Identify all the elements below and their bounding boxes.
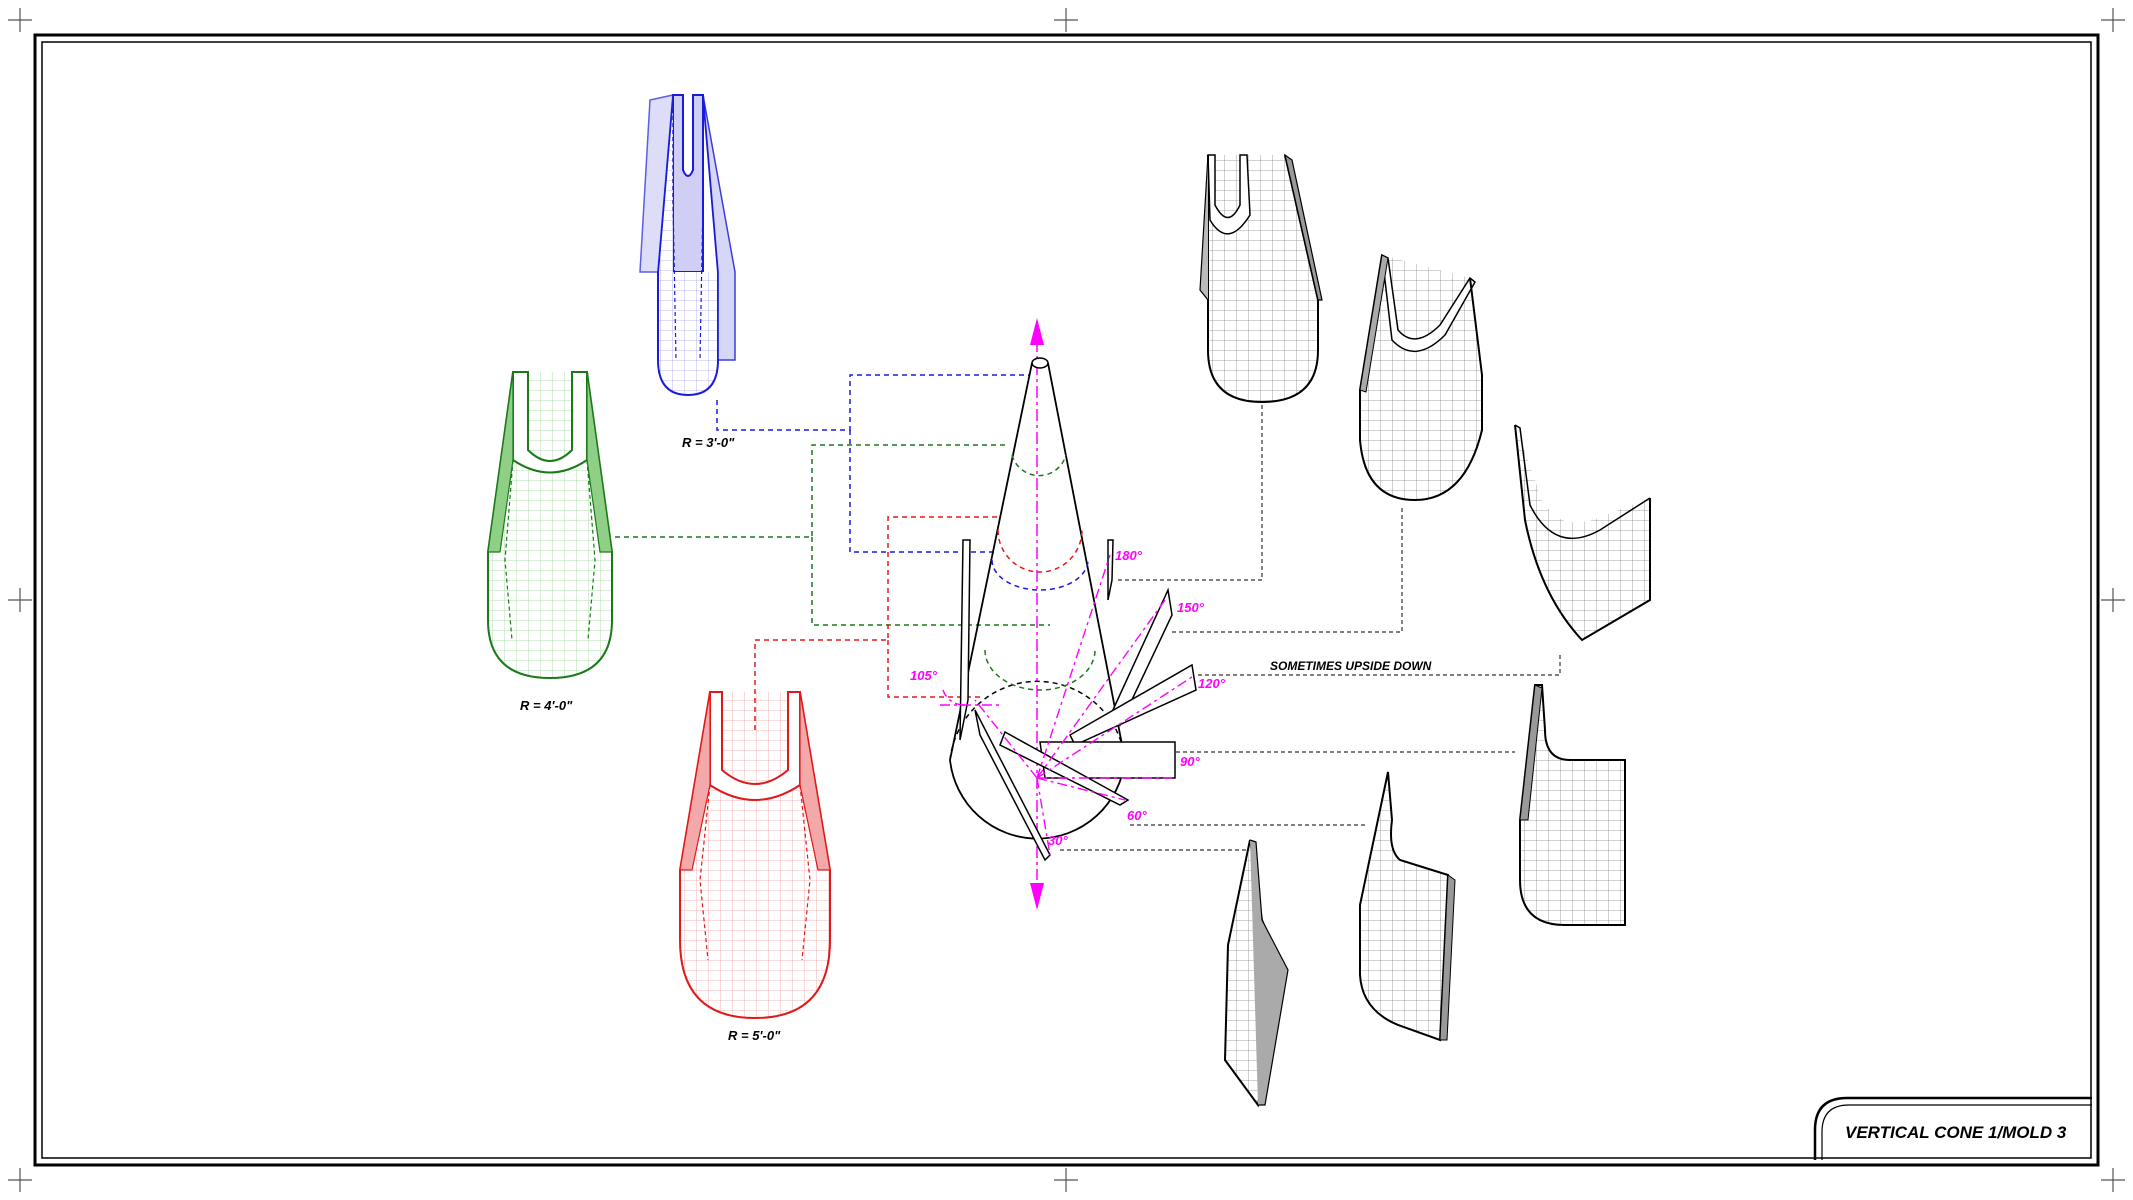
leader-lines-colored [615, 374, 1050, 730]
angle-120-label: 120° [1198, 676, 1226, 691]
angle-90-label: 90° [1180, 754, 1200, 769]
upside-down-note: SOMETIMES UPSIDE DOWN [1270, 659, 1432, 673]
angle-60-label: 60° [1127, 808, 1147, 823]
gray-mold-150 [1359, 253, 1483, 502]
mold-green-label: R = 4'-0" [520, 698, 573, 713]
gray-mold-60 [1359, 771, 1456, 1042]
sheet-border [33, 33, 2100, 1167]
registration-marks [8, 8, 2125, 1192]
cone-diagram: 180° 150° 120° 105° 90° 60° 30° [910, 318, 1226, 910]
title-text: VERTICAL CONE 1/MOLD 3 [1845, 1123, 2067, 1142]
leader-lines-gray [1060, 405, 1561, 851]
title-block: VERTICAL CONE 1/MOLD 3 [1813, 1096, 2092, 1160]
gray-mold-30 [1223, 839, 1289, 1108]
angle-105-label: 105° [910, 668, 938, 683]
gray-mold-180 [1199, 153, 1323, 404]
angle-150-label: 150° [1177, 600, 1205, 615]
mold-green-r4: R = 4'-0" [487, 371, 613, 713]
mold-red-r5: R = 5'-0" [679, 691, 831, 1043]
gray-mold-90 [1519, 684, 1626, 926]
gray-mold-120 [1514, 424, 1651, 642]
angle-30-label: 30° [1048, 833, 1068, 848]
mold-red-label: R = 5'-0" [728, 1028, 781, 1043]
mold-blue-label: R = 3'-0" [682, 435, 735, 450]
mold-blue-r3: R = 3'-0" [639, 94, 736, 450]
angle-180-label: 180° [1115, 548, 1143, 563]
